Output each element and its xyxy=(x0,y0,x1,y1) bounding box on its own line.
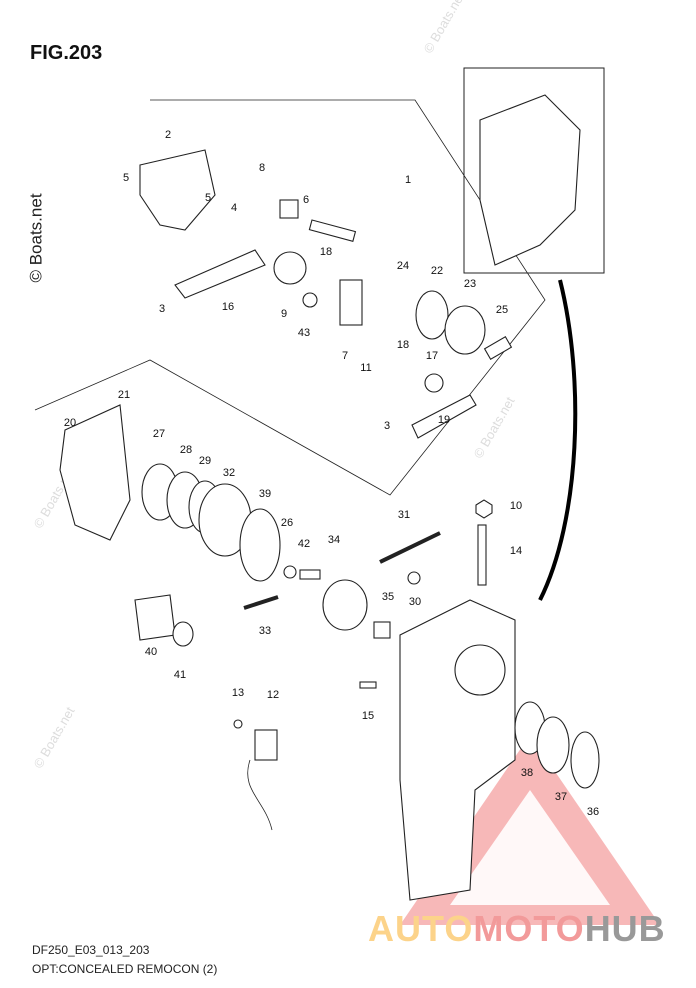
part-label-13: 13 xyxy=(232,687,244,699)
logo-text-moto: MOTO xyxy=(473,908,585,949)
part-label-41: 41 xyxy=(174,669,186,681)
part-shapes xyxy=(59,94,600,901)
part-label-16: 16 xyxy=(222,301,234,313)
part-label-17: 17 xyxy=(426,350,438,362)
part-label-42: 42 xyxy=(298,538,310,550)
part-label-35: 35 xyxy=(382,591,394,603)
part-label-2: 2 xyxy=(165,129,171,141)
part-label-18: 18 xyxy=(397,339,409,351)
part-label-24: 24 xyxy=(397,260,409,272)
part-label-11: 11 xyxy=(360,362,371,374)
part-label-5: 5 xyxy=(205,192,211,204)
figure-title: FIG.203 xyxy=(30,42,103,64)
part-label-36: 36 xyxy=(587,806,599,818)
part-label-30: 30 xyxy=(409,596,421,608)
drawing-code: DF250_E03_013_203 xyxy=(32,943,150,957)
part-label-27: 27 xyxy=(153,428,165,440)
part-label-29: 29 xyxy=(199,455,211,467)
part-label-33: 33 xyxy=(259,625,271,637)
part-label-4: 4 xyxy=(231,202,237,214)
part-label-32: 32 xyxy=(223,467,235,479)
part-label-43: 43 xyxy=(298,327,310,339)
drawing-description: OPT:CONCEALED REMOCON (2) xyxy=(32,962,218,976)
part-label-7: 7 xyxy=(342,350,348,362)
part-label-5: 5 xyxy=(123,172,129,184)
part-label-15: 15 xyxy=(362,710,374,722)
part-label-40: 40 xyxy=(145,646,157,658)
logo-text-auto: AUTO xyxy=(368,908,474,949)
part-label-12: 12 xyxy=(267,689,279,701)
logo-text-hub: HUB xyxy=(584,908,666,949)
part-label-14: 14 xyxy=(510,545,522,557)
part-label-28: 28 xyxy=(180,444,192,456)
part-label-37: 37 xyxy=(555,791,567,803)
part-label-26: 26 xyxy=(281,517,293,529)
logo-triangle-inner xyxy=(450,790,610,905)
part-label-18: 18 xyxy=(320,246,332,258)
part-label-21: 21 xyxy=(118,389,130,401)
part-label-39: 39 xyxy=(259,488,271,500)
part-label-25: 25 xyxy=(496,304,508,316)
automotohub-logo: AUTOMOTOHUB xyxy=(368,908,666,950)
part-label-31: 31 xyxy=(398,509,410,521)
part-label-8: 8 xyxy=(259,162,265,174)
part-label-19: 19 xyxy=(438,414,450,426)
part-label-3: 3 xyxy=(159,303,165,315)
part-label-38: 38 xyxy=(521,767,533,779)
part-label-9: 9 xyxy=(281,308,287,320)
reference-arrow xyxy=(538,279,578,601)
part-label-22: 22 xyxy=(431,265,443,277)
inset-box xyxy=(463,67,605,274)
part-label-3: 3 xyxy=(384,420,390,432)
part-label-6: 6 xyxy=(303,194,309,206)
part-label-34: 34 xyxy=(328,534,340,546)
part-label-10: 10 xyxy=(510,500,522,512)
part-label-23: 23 xyxy=(464,278,476,290)
part-label-20: 20 xyxy=(64,417,76,429)
part-label-1: 1 xyxy=(405,174,411,186)
